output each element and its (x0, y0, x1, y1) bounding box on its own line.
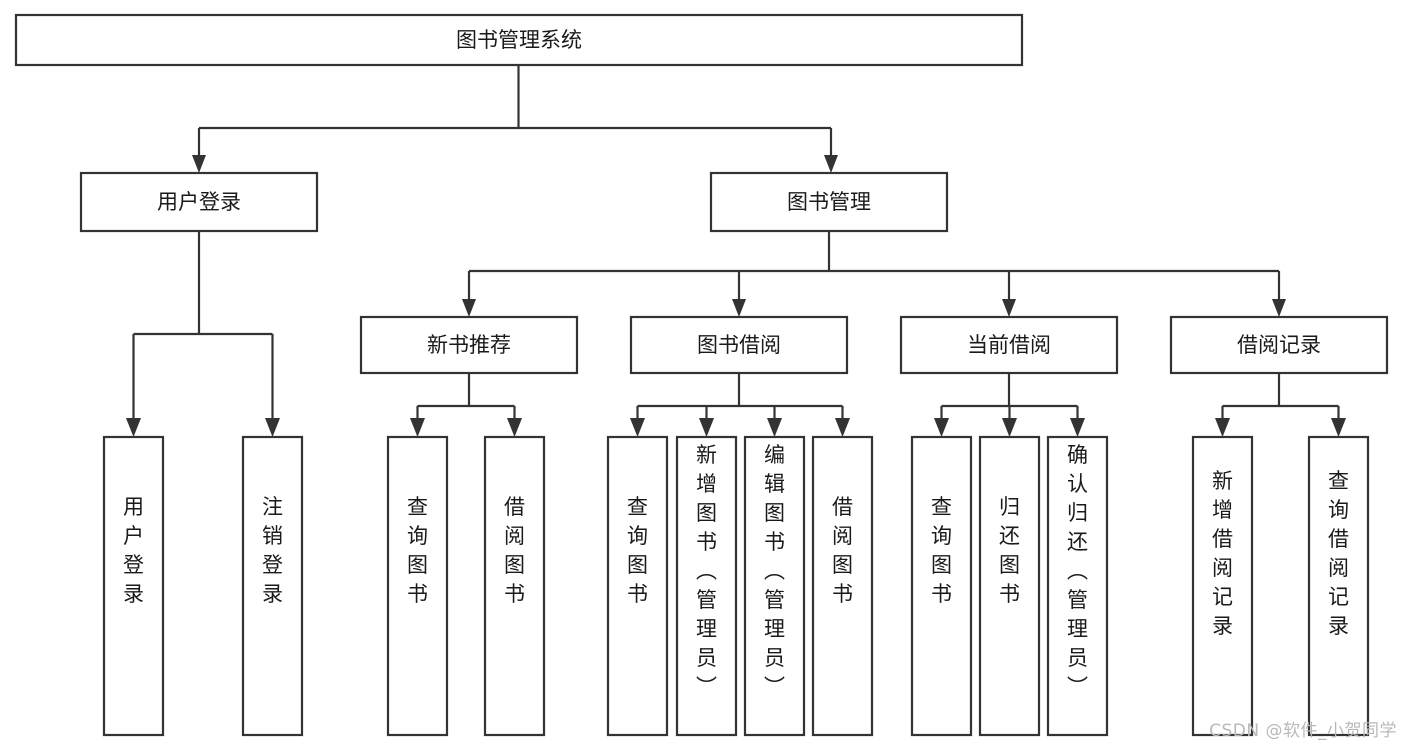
csdn-watermark: CSDN @软件_小贺同学 (1209, 721, 1397, 741)
node-leaf-borrow-book-1[interactable]: 借阅图书 (483, 435, 546, 737)
node-leaf-add-book-label: 新增图书︵管理员︶ (696, 443, 717, 699)
node-user-login[interactable]: 用户登录 (79, 171, 319, 233)
connector-current-borrow-to-leaves (934, 373, 1085, 437)
node-leaf-return-book-label: 归还图书 (999, 495, 1020, 606)
node-leaf-borrow-book-2-label: 借阅图书 (832, 495, 853, 606)
node-leaf-confirm-return-label: 确认归还︵管理员︶ (1067, 443, 1088, 699)
node-leaf-query-book-2[interactable]: 查询图书 (606, 435, 669, 737)
node-book-borrow-label: 图书借阅 (697, 333, 781, 357)
node-leaf-query-book-1-label: 查询图书 (407, 495, 428, 606)
connector-book-borrow-to-leaves (630, 373, 850, 437)
node-leaf-user-login[interactable]: 用户登录 (102, 435, 165, 737)
node-new-book-rec[interactable]: 新书推荐 (359, 315, 579, 375)
connector-book-manage-to-level3 (462, 231, 1286, 317)
node-leaf-return-book[interactable]: 归还图书 (978, 435, 1041, 737)
node-book-borrow[interactable]: 图书借阅 (629, 315, 849, 375)
node-leaf-borrow-book-1-label: 借阅图书 (504, 495, 525, 606)
connector-user-login-to-leaves (126, 231, 280, 437)
node-leaf-add-book[interactable]: 新增图书︵管理员︶ (675, 435, 738, 737)
node-new-book-rec-label: 新书推荐 (427, 333, 511, 357)
node-user-login-label: 用户登录 (157, 190, 241, 214)
node-borrow-record[interactable]: 借阅记录 (1169, 315, 1389, 375)
node-book-manage-label: 图书管理 (787, 190, 871, 214)
node-root[interactable]: 图书管理系统 (14, 13, 1024, 67)
node-leaf-query-book-2-label: 查询图书 (627, 495, 648, 606)
node-leaf-confirm-return[interactable]: 确认归还︵管理员︶ (1046, 435, 1109, 737)
node-leaf-logout-label: 注销登录 (262, 495, 283, 606)
node-book-manage[interactable]: 图书管理 (709, 171, 949, 233)
node-leaf-query-record-label: 查询借阅记录 (1328, 469, 1349, 638)
node-root-label: 图书管理系统 (456, 28, 582, 52)
node-leaf-query-book-3-label: 查询图书 (931, 495, 952, 606)
connector-root-to-level2 (192, 65, 838, 173)
node-borrow-record-label: 借阅记录 (1237, 333, 1321, 357)
node-leaf-add-record[interactable]: 新增借阅记录 (1191, 435, 1254, 737)
connector-new-book-rec-to-leaves (410, 373, 522, 437)
node-leaf-query-book-1[interactable]: 查询图书 (386, 435, 449, 737)
node-leaf-borrow-book-2[interactable]: 借阅图书 (811, 435, 874, 737)
connector-borrow-record-to-leaves (1215, 373, 1346, 437)
node-leaf-logout[interactable]: 注销登录 (241, 435, 304, 737)
node-leaf-edit-book[interactable]: 编辑图书︵管理员︶ (743, 435, 806, 737)
node-leaf-query-book-3[interactable]: 查询图书 (910, 435, 973, 737)
node-leaf-query-record[interactable]: 查询借阅记录 (1307, 435, 1370, 737)
node-leaf-add-record-label: 新增借阅记录 (1212, 469, 1233, 638)
node-leaf-edit-book-label: 编辑图书︵管理员︶ (764, 443, 785, 699)
node-current-borrow-label: 当前借阅 (967, 333, 1051, 357)
node-current-borrow[interactable]: 当前借阅 (899, 315, 1119, 375)
node-leaf-user-login-label: 用户登录 (123, 495, 144, 606)
